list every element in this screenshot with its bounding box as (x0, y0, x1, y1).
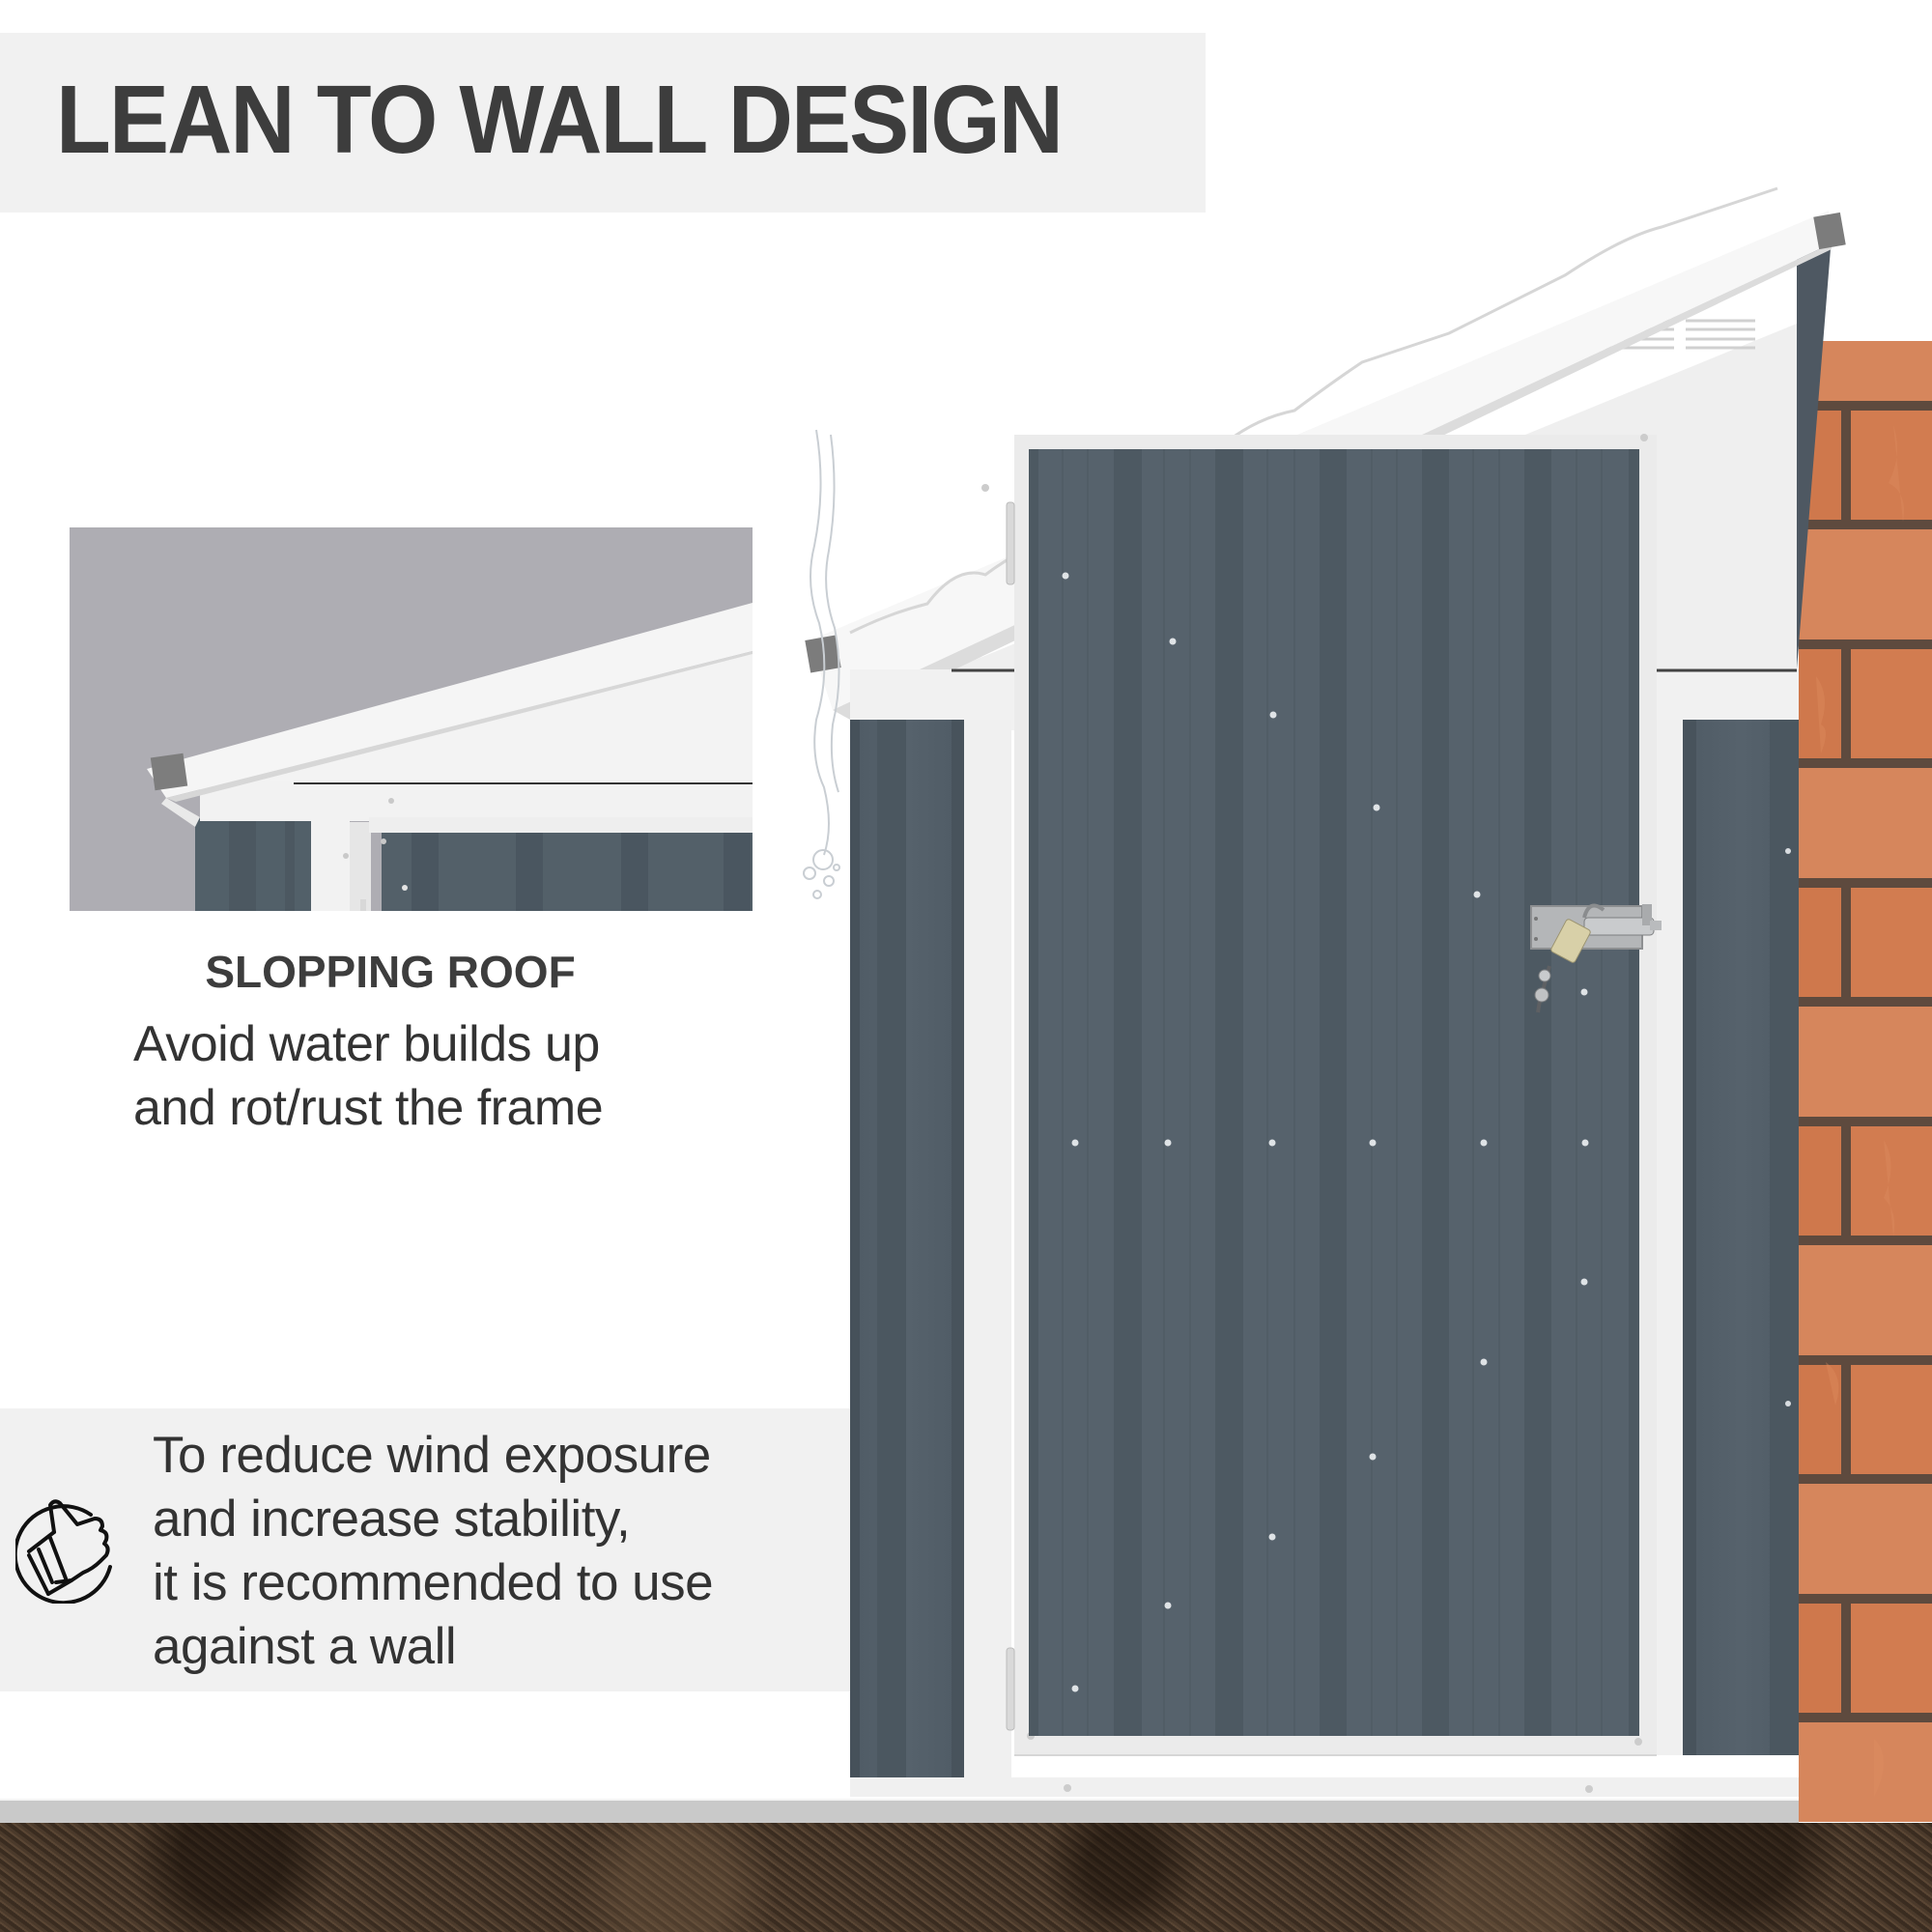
left-wall-panel (850, 720, 964, 1777)
left-door-post (964, 720, 1011, 1777)
ground-slab (0, 1799, 1799, 1825)
feature-description: Avoid water builds up and rot/rust the f… (133, 1016, 604, 1136)
thumbs-up-icon (13, 1495, 124, 1605)
bottom-hinge-icon (1006, 1647, 1015, 1731)
tip-text: To reduce wind exposure and increase sta… (153, 1427, 714, 1675)
soil-ground (0, 1823, 1932, 1932)
door-latch-padlock-icon[interactable] (1530, 903, 1662, 1013)
water-runoff-icon (803, 429, 840, 899)
shed-door[interactable] (1029, 449, 1639, 1736)
brick-wall (1799, 341, 1932, 1822)
roof-closeup-illustration (147, 603, 753, 911)
feature-title: SLOPPING ROOF (205, 947, 576, 997)
tip-panel (0, 1408, 850, 1691)
title-banner (0, 33, 1206, 213)
page-title: LEAN TO WALL DESIGN (56, 66, 1064, 174)
bottom-sill (850, 1777, 1799, 1797)
top-hinge-icon (1006, 501, 1015, 585)
roof-detail-inset (70, 527, 753, 911)
right-door-post (1657, 720, 1683, 1777)
right-wall-panel (1683, 720, 1799, 1777)
